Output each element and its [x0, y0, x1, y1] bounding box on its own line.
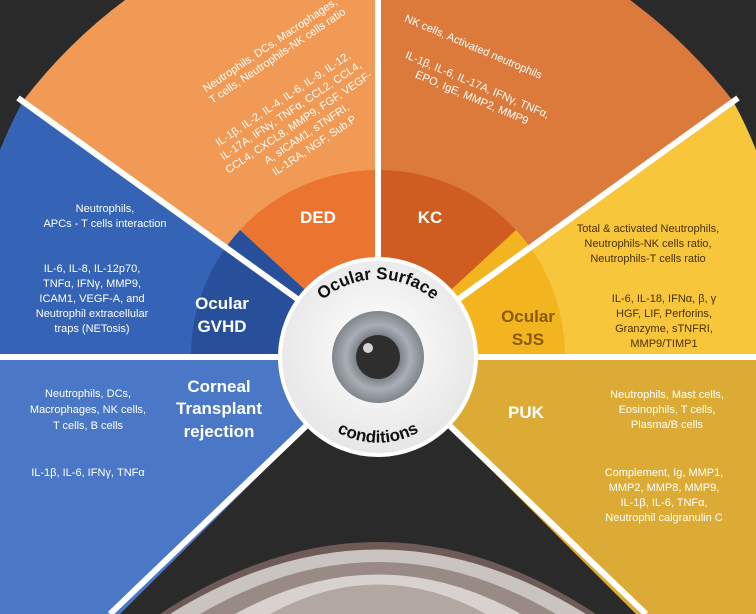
puk-mediator-3: IL-1β, IL-6, TNFα,: [620, 497, 707, 509]
puk-cells-1: Neutrophils, Mast cells,: [610, 389, 724, 401]
corneal-label-1: Corneal: [187, 377, 250, 396]
sjs-cells-1: Total & activated Neutrophils,: [577, 223, 719, 235]
sjs-label-2: SJS: [512, 330, 544, 349]
corneal-sector: [0, 357, 378, 614]
puk-sector: [378, 357, 756, 614]
corneal-cells-3: T cells, B cells: [53, 420, 124, 432]
pupil-icon: [356, 335, 400, 379]
sjs-cells-3: Neutrophils-T cells ratio: [590, 253, 705, 265]
gvhd-mediator-5: traps (NETosis): [54, 323, 129, 335]
gvhd-label-2: GVHD: [197, 317, 246, 336]
puk-cells-2: Eosinophils, T cells,: [619, 404, 716, 416]
sjs-mediator-4: MMP9/TIMP1: [630, 338, 697, 350]
eye-illustration: [160, 542, 596, 614]
ded-label: DED: [300, 208, 336, 227]
corneal-label-3: rejection: [184, 422, 255, 441]
sjs-cells-2: Neutrophils-NK cells ratio,: [584, 238, 711, 250]
puk-mediator-1: Complement, Ig, MMP1,: [605, 467, 724, 479]
corneal-mediator-1: IL-1β, IL-6, IFNγ, TNFα: [31, 467, 145, 479]
puk-cells-3: Plasma/B cells: [631, 419, 704, 431]
gvhd-label-1: Ocular: [195, 294, 249, 313]
gvhd-mediator-1: IL-6, IL-8, IL-12p70,: [44, 263, 141, 275]
sjs-mediator-1: IL-6, IL-18, IFNα, β, γ: [612, 293, 717, 305]
corneal-cells-2: Macrophages, NK cells,: [30, 404, 146, 416]
sjs-label-1: Ocular: [501, 307, 555, 326]
gvhd-mediator-2: TNFα, IFNγ, MMP9,: [43, 278, 141, 290]
gvhd-cells-2: APCs - T cells interaction: [43, 218, 166, 230]
corneal-label-2: Transplant: [176, 399, 262, 418]
puk-label: PUK: [508, 403, 545, 422]
eye-highlight: [363, 343, 373, 353]
gvhd-cells-1: Neutrophils,: [76, 203, 135, 215]
corneal-cells-1: Neutrophils, DCs,: [45, 388, 131, 400]
kc-label: KC: [418, 208, 443, 227]
gvhd-mediator-4: Neutrophil extracellular: [36, 308, 149, 320]
gvhd-mediator-3: ICAM1, VEGF-A, and: [39, 293, 144, 305]
puk-mediator-4: Neutrophil calgranulin C: [605, 512, 722, 524]
sjs-mediator-2: HGF, LIF, Perforins,: [616, 308, 712, 320]
puk-mediator-2: MMP2, MMP8, MMP9,: [609, 482, 720, 494]
sjs-mediator-3: Granzyme, sTNFRI,: [615, 323, 713, 335]
